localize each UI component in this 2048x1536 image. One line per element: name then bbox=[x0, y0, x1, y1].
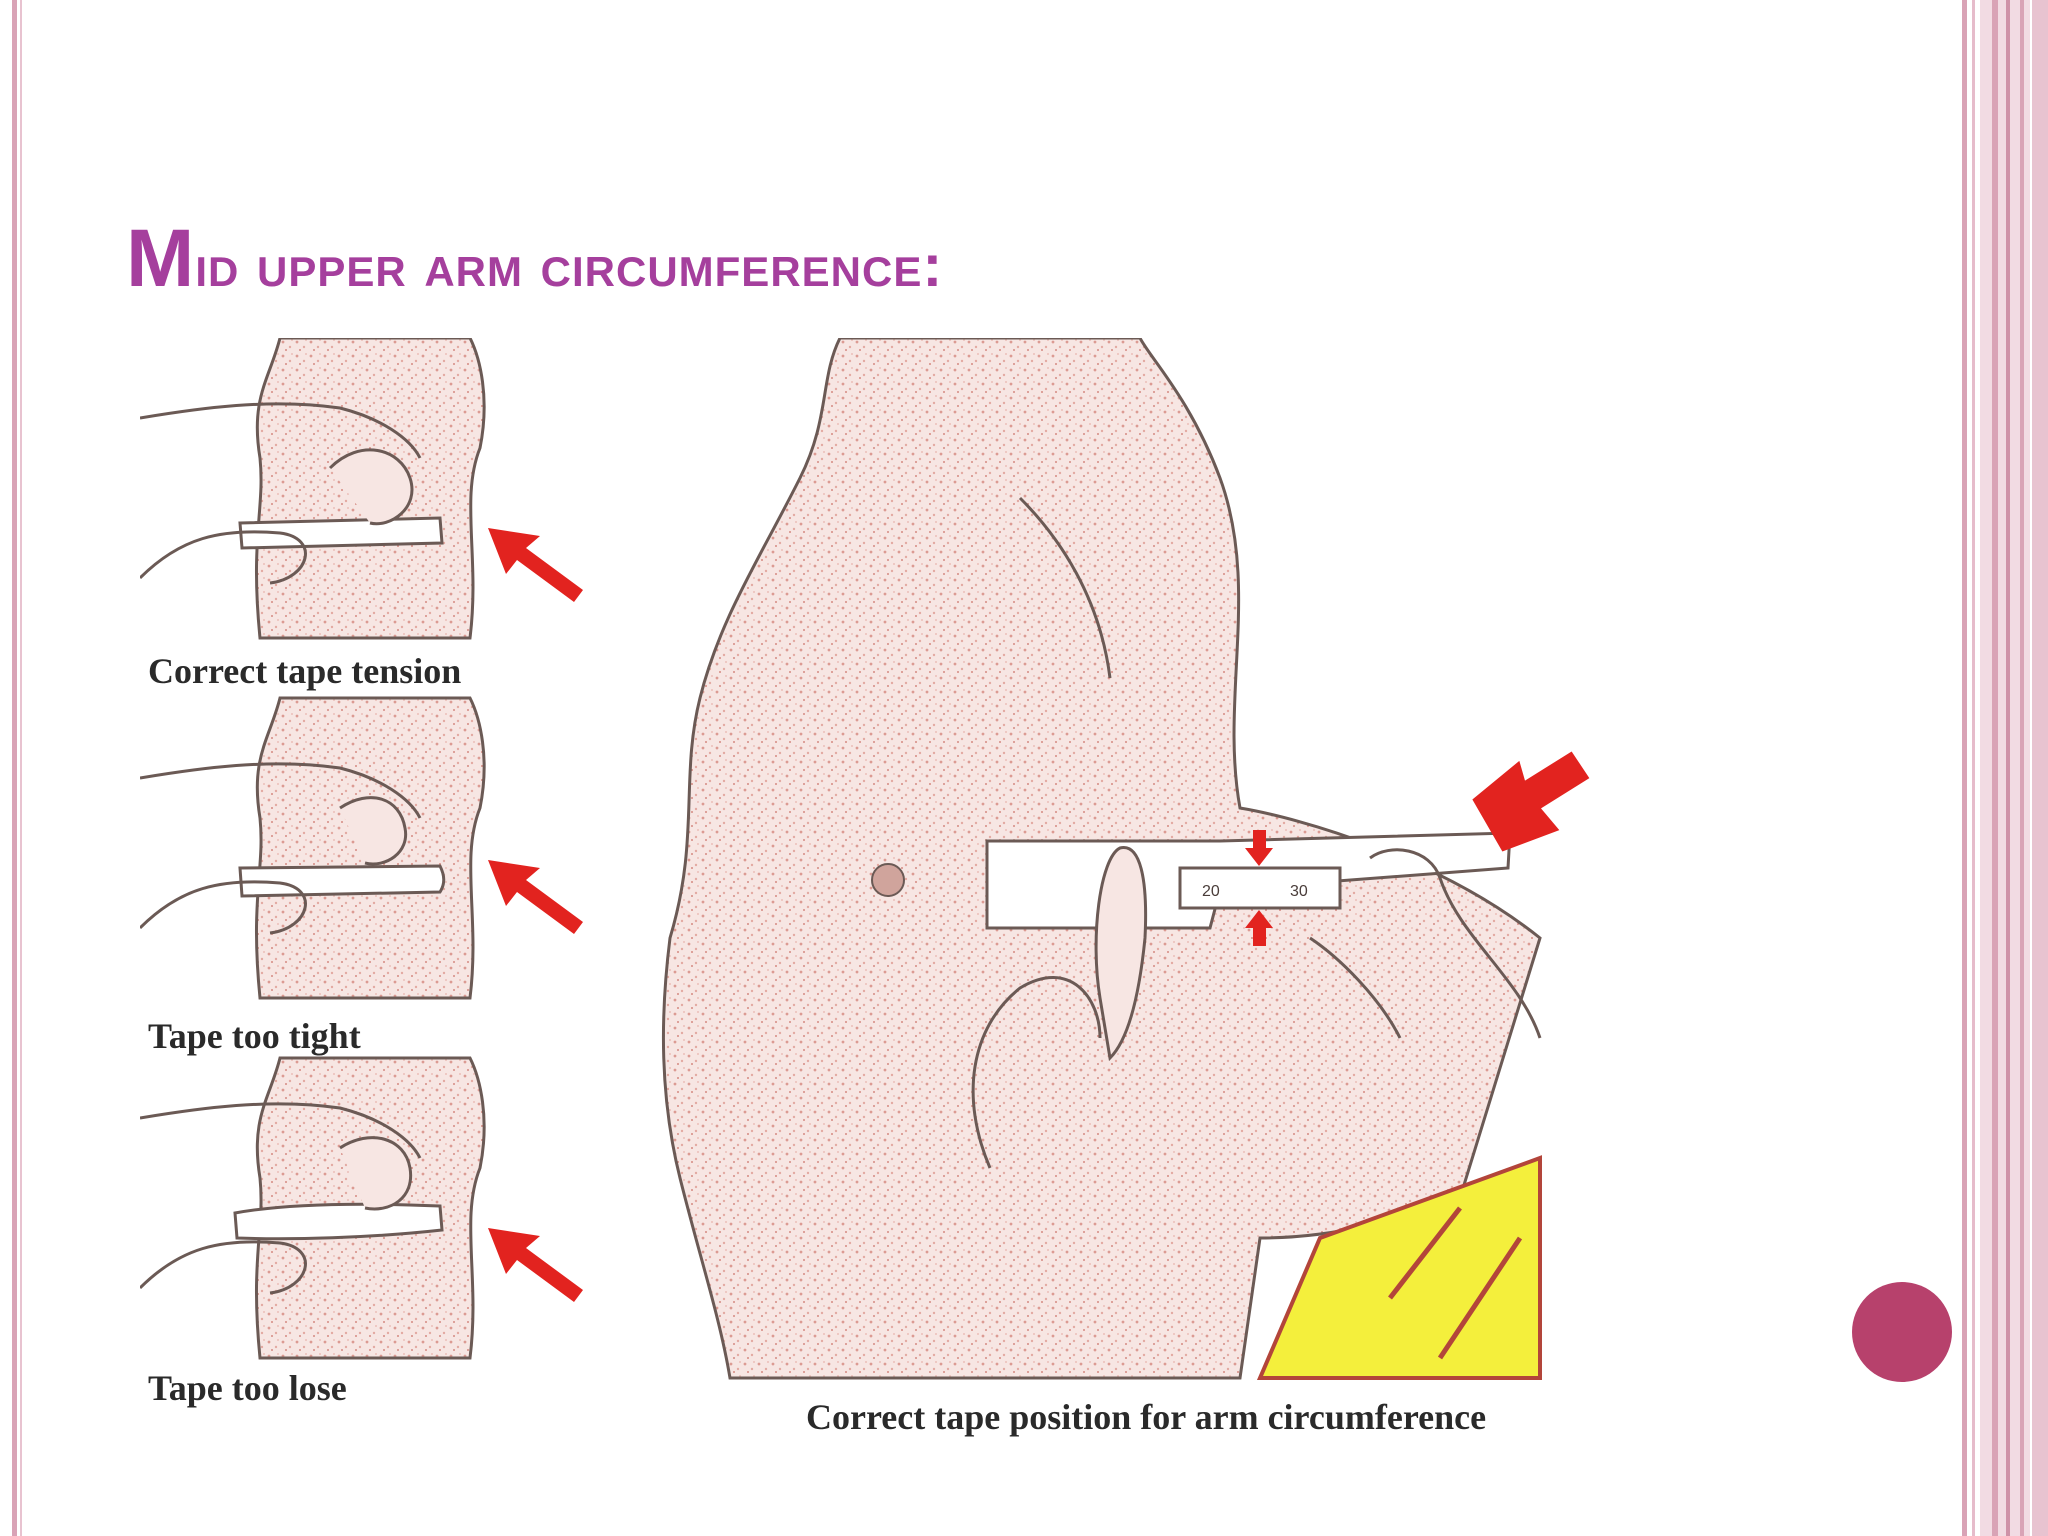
left-border-line bbox=[12, 0, 17, 1536]
panel-correct-position: 20 30 bbox=[661, 338, 1590, 1380]
caption-correct-tension: Correct tape tension bbox=[148, 651, 461, 691]
panel-correct-tension bbox=[140, 338, 583, 640]
caption-too-lose: Tape too lose bbox=[148, 1368, 347, 1408]
tape-arrow-down-icon bbox=[1245, 830, 1273, 866]
arrow-icon bbox=[488, 860, 583, 934]
slide-title: Mid upper arm circumference: bbox=[126, 212, 943, 306]
left-border-line-inner bbox=[20, 0, 22, 1536]
caption-too-tight: Tape too tight bbox=[148, 1016, 361, 1056]
tape-window bbox=[1178, 866, 1342, 910]
caption-correct-position: Correct tape position for arm circumfere… bbox=[806, 1397, 1487, 1437]
tape-arrow-up-icon bbox=[1245, 910, 1273, 946]
decorative-circle bbox=[1852, 1282, 1952, 1382]
title-initial: M bbox=[126, 213, 196, 304]
tape-mark-left: 20 bbox=[1202, 883, 1220, 900]
panel-too-tight bbox=[140, 696, 583, 1000]
arrow-icon bbox=[1472, 751, 1590, 852]
tape-mark-right: 30 bbox=[1290, 883, 1308, 900]
arrow-icon bbox=[488, 1228, 583, 1302]
panel-too-lose bbox=[140, 1056, 583, 1360]
arrow-icon bbox=[488, 528, 583, 602]
muac-illustration: Correct tape tension Tape too tight Tape… bbox=[140, 338, 1590, 1408]
title-rest: id upper arm circumference: bbox=[195, 232, 944, 299]
right-decorative-band bbox=[1962, 0, 2048, 1536]
